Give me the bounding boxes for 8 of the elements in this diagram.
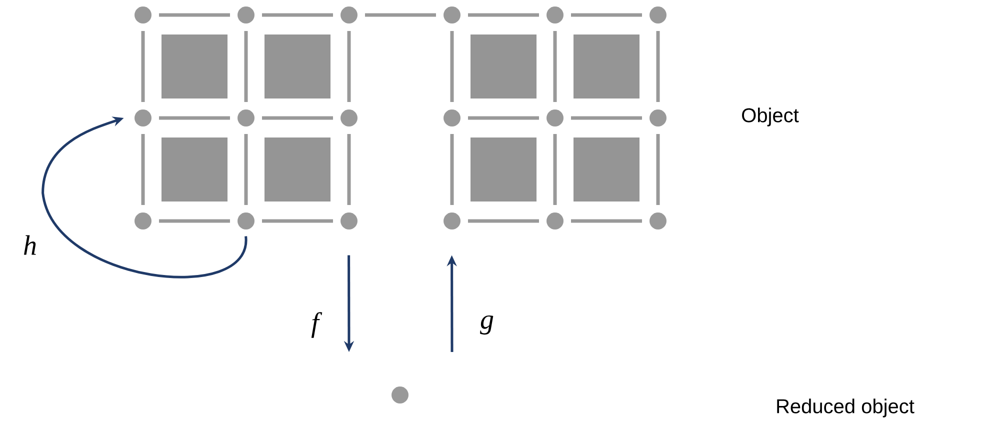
arrow [42,116,248,278]
dot [392,386,408,404]
text-label: Reduced object [777,398,914,418]
node-label: Object [742,108,799,126]
grid-drawing [134,6,666,230]
edge-label: g [480,315,494,335]
edge-label: f [311,312,322,338]
edge-label: h [24,235,36,255]
